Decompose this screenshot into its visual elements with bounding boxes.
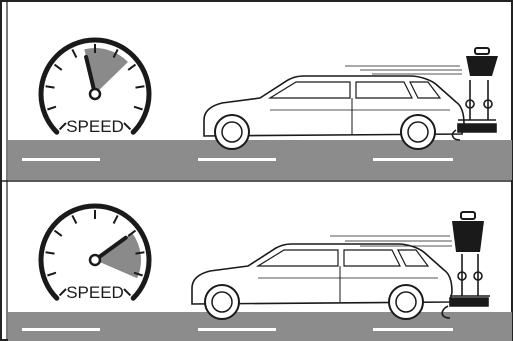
speedometer-icon: SPEED (41, 206, 149, 302)
gauge-tick (136, 252, 145, 253)
weight-icon (466, 48, 498, 76)
gauge-tick (72, 49, 76, 57)
gauge-tick (134, 107, 143, 110)
gauge-tick (47, 107, 56, 110)
gauge-tick (114, 215, 118, 223)
weight-icon (452, 212, 484, 252)
panel-1: SPEED (8, 40, 512, 180)
needle-hub (90, 89, 100, 99)
lane-markings (22, 158, 453, 161)
gauge-tick (60, 123, 66, 129)
road (8, 312, 512, 341)
speed-label: SPEED (66, 283, 124, 302)
motion-lines-icon (345, 66, 462, 74)
gauge-tick (136, 86, 145, 87)
gauge-tick (46, 86, 55, 87)
lane-markings (22, 328, 453, 331)
speed-label: SPEED (66, 117, 124, 136)
needle-hub (90, 255, 100, 265)
station-wagon-car-icon (204, 76, 464, 149)
gauge-tick (55, 231, 62, 236)
gauge-tick (128, 65, 135, 70)
gauge-tick (46, 252, 55, 253)
station-wagon-car-icon (192, 244, 452, 319)
gauge-tick (124, 123, 130, 129)
gauge-tick (55, 65, 62, 70)
speedometer-icon: SPEED (41, 40, 149, 136)
gauge-tick (124, 289, 130, 295)
gauge-tick (72, 215, 76, 223)
gauge-tick (60, 289, 66, 295)
panel-2: SPEED (8, 206, 512, 341)
gauge-tick (47, 273, 56, 276)
